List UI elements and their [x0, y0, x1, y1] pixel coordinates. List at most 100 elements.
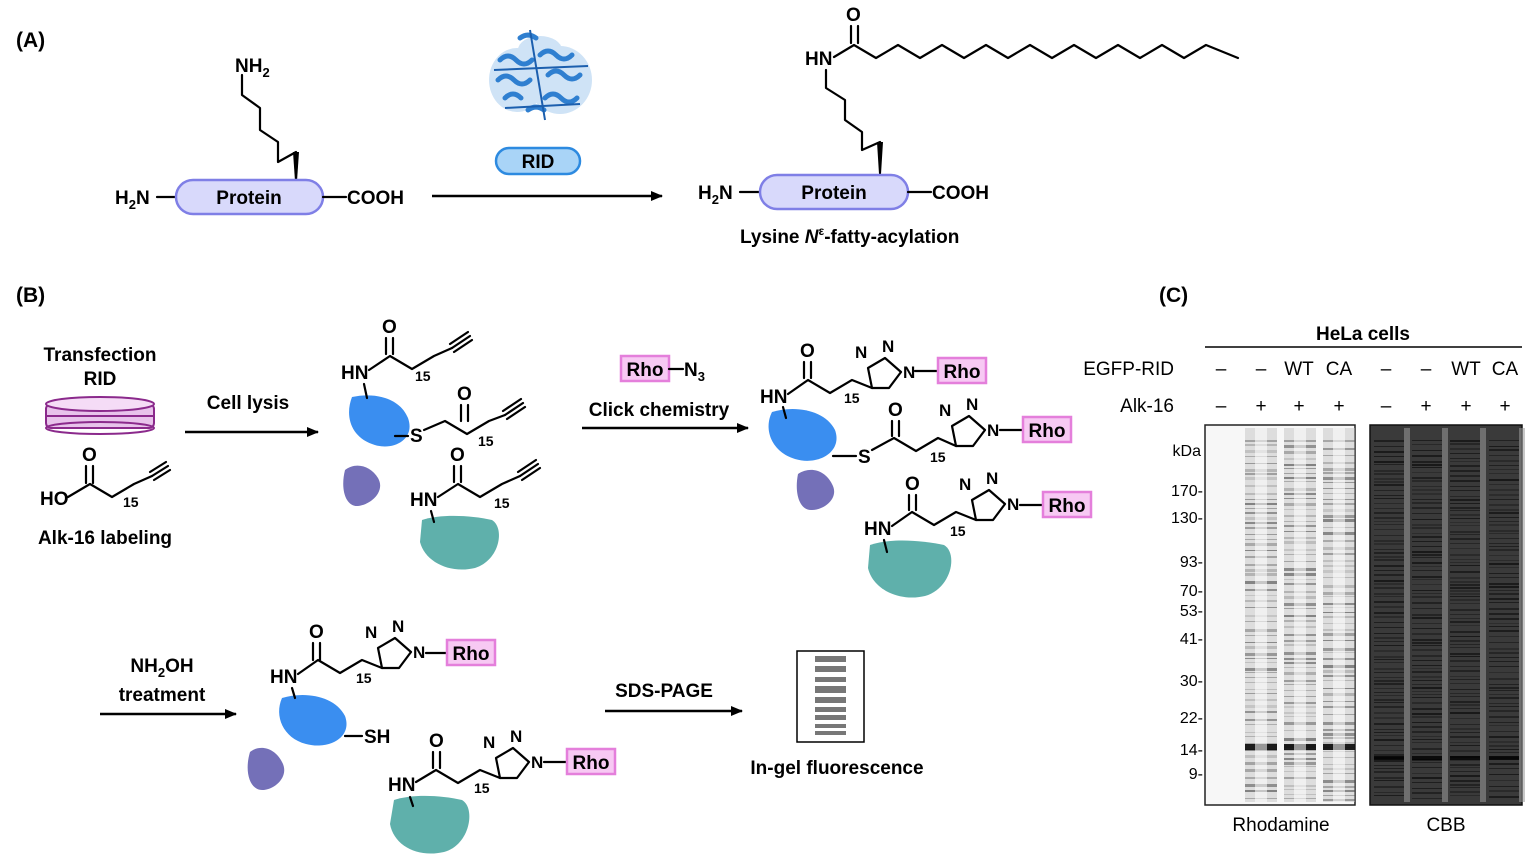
svg-text:Rho: Rho	[944, 362, 981, 383]
svg-text:O: O	[457, 384, 472, 405]
rho-labeled-proteins: O HN 15 N N N Rho O S 15 N N N Rho O HN …	[760, 337, 1093, 598]
culture-dish-icon	[45, 396, 155, 435]
row2-lane3: +	[1293, 396, 1304, 417]
marker-9: 9-	[1189, 766, 1203, 783]
alk16-o: O	[82, 445, 97, 466]
h2n-left: H2N	[115, 188, 150, 212]
row2-lane7: +	[1460, 396, 1471, 417]
svg-text:N: N	[365, 623, 377, 642]
svg-text:N: N	[986, 469, 998, 488]
lysine-side-chain-right	[824, 68, 882, 152]
svg-text:N: N	[855, 343, 867, 362]
sds-page-label: SDS-PAGE	[615, 681, 713, 702]
svg-text:15: 15	[844, 390, 860, 406]
svg-text:Rho: Rho	[1029, 421, 1066, 442]
marker-93: 93-	[1180, 554, 1203, 571]
wedge-bond-right	[877, 142, 883, 174]
svg-text:15: 15	[478, 433, 494, 449]
svg-text:15: 15	[474, 780, 490, 796]
svg-text:N: N	[413, 643, 425, 662]
rid-enzyme-structure-icon	[489, 29, 592, 121]
svg-text:HN: HN	[864, 519, 891, 540]
svg-text:Rho: Rho	[573, 753, 610, 774]
row1-lane7: WT	[1451, 359, 1481, 380]
hela-cells-label: HeLa cells	[1316, 324, 1410, 345]
cbb-gel	[1369, 424, 1525, 806]
rho-reagent-label: Rho	[627, 360, 664, 381]
marker-53: 53-	[1180, 603, 1203, 620]
svg-text:N: N	[987, 421, 999, 440]
marker-130: 130-	[1171, 510, 1203, 527]
egfp-rid-label: EGFP-RID	[1083, 359, 1174, 380]
svg-text:O: O	[429, 731, 444, 752]
svg-text:O: O	[450, 445, 465, 466]
rhodamine-gel	[1204, 424, 1356, 806]
svg-text:15: 15	[415, 368, 431, 384]
fatty-acyl-chain	[832, 43, 1240, 60]
marker-41: 41-	[1180, 631, 1203, 648]
alk16-labeling-label: Alk-16 labeling	[38, 528, 172, 549]
svg-text:15: 15	[930, 449, 946, 465]
svg-text:SH: SH	[364, 727, 390, 748]
svg-text:O: O	[800, 341, 815, 362]
product-hn-label: HN	[805, 49, 832, 70]
panel-a-label: (A)	[16, 29, 45, 52]
svg-text:N: N	[531, 753, 543, 772]
gel-icon	[796, 650, 865, 743]
svg-text:HN: HN	[388, 775, 415, 796]
row1-lane6: –	[1421, 359, 1432, 380]
h2n-right: H2N	[698, 183, 733, 207]
svg-text:HN: HN	[341, 363, 368, 384]
rhodamine-gel-label: Rhodamine	[1232, 815, 1329, 836]
svg-text:HN: HN	[760, 387, 787, 408]
cooh-right: COOH	[932, 183, 989, 204]
svg-text:Rho: Rho	[1049, 496, 1086, 517]
caption-acylation: Lysine Nε-fatty-acylation	[740, 224, 959, 248]
svg-text:O: O	[888, 400, 903, 421]
nh2-side-label: NH2	[235, 56, 270, 80]
azide-label: N3	[684, 360, 705, 384]
panel-c-label: (C)	[1159, 284, 1188, 307]
svg-text:O: O	[905, 474, 920, 495]
wedge-bond-left	[293, 152, 299, 181]
treatment-label: treatment	[119, 685, 206, 706]
svg-text:HN: HN	[410, 490, 437, 511]
svg-text:N: N	[966, 395, 978, 414]
svg-text:HN: HN	[270, 667, 297, 688]
kda-label: kDa	[1173, 443, 1202, 460]
svg-text:O: O	[382, 317, 397, 338]
svg-text:Rho: Rho	[453, 644, 490, 665]
rid-transfect-label: RID	[84, 369, 117, 390]
svg-text:O: O	[309, 622, 324, 643]
cooh-left: COOH	[347, 188, 404, 209]
svg-text:15: 15	[356, 670, 372, 686]
svg-text:S: S	[410, 426, 423, 447]
svg-text:N: N	[939, 401, 951, 420]
protein-label-left: Protein	[216, 188, 281, 209]
marker-30: 30-	[1180, 673, 1203, 690]
svg-text:N: N	[392, 617, 404, 636]
alk16-sub15: 15	[123, 494, 139, 510]
svg-text:N: N	[903, 363, 915, 382]
row1-lane8: CA	[1492, 359, 1519, 380]
labeled-proteins-1: O HN 15 O S 15 O HN 15	[341, 317, 542, 570]
row2-lane2: +	[1255, 396, 1266, 417]
row1-lane2: –	[1256, 359, 1267, 380]
cbb-gel-label: CBB	[1426, 815, 1465, 836]
row1-lane1: –	[1216, 359, 1227, 380]
marker-170: 170-	[1171, 483, 1203, 500]
row1-lane3: WT	[1284, 359, 1314, 380]
rid-enzyme-badge	[494, 146, 582, 176]
svg-text:N: N	[510, 727, 522, 746]
nh2oh-label: NH2OH	[130, 656, 193, 680]
lysine-side-chain-left	[240, 73, 298, 164]
svg-text:15: 15	[950, 523, 966, 539]
marker-14: 14-	[1180, 742, 1203, 759]
marker-22: 22-	[1180, 710, 1203, 727]
row2-lane4: +	[1333, 396, 1344, 417]
row1-lane4: CA	[1326, 359, 1353, 380]
svg-text:N: N	[882, 337, 894, 356]
panel-b-label: (B)	[16, 284, 45, 307]
click-chemistry-label: Click chemistry	[589, 400, 730, 421]
alk16-ho: HO	[40, 489, 69, 510]
